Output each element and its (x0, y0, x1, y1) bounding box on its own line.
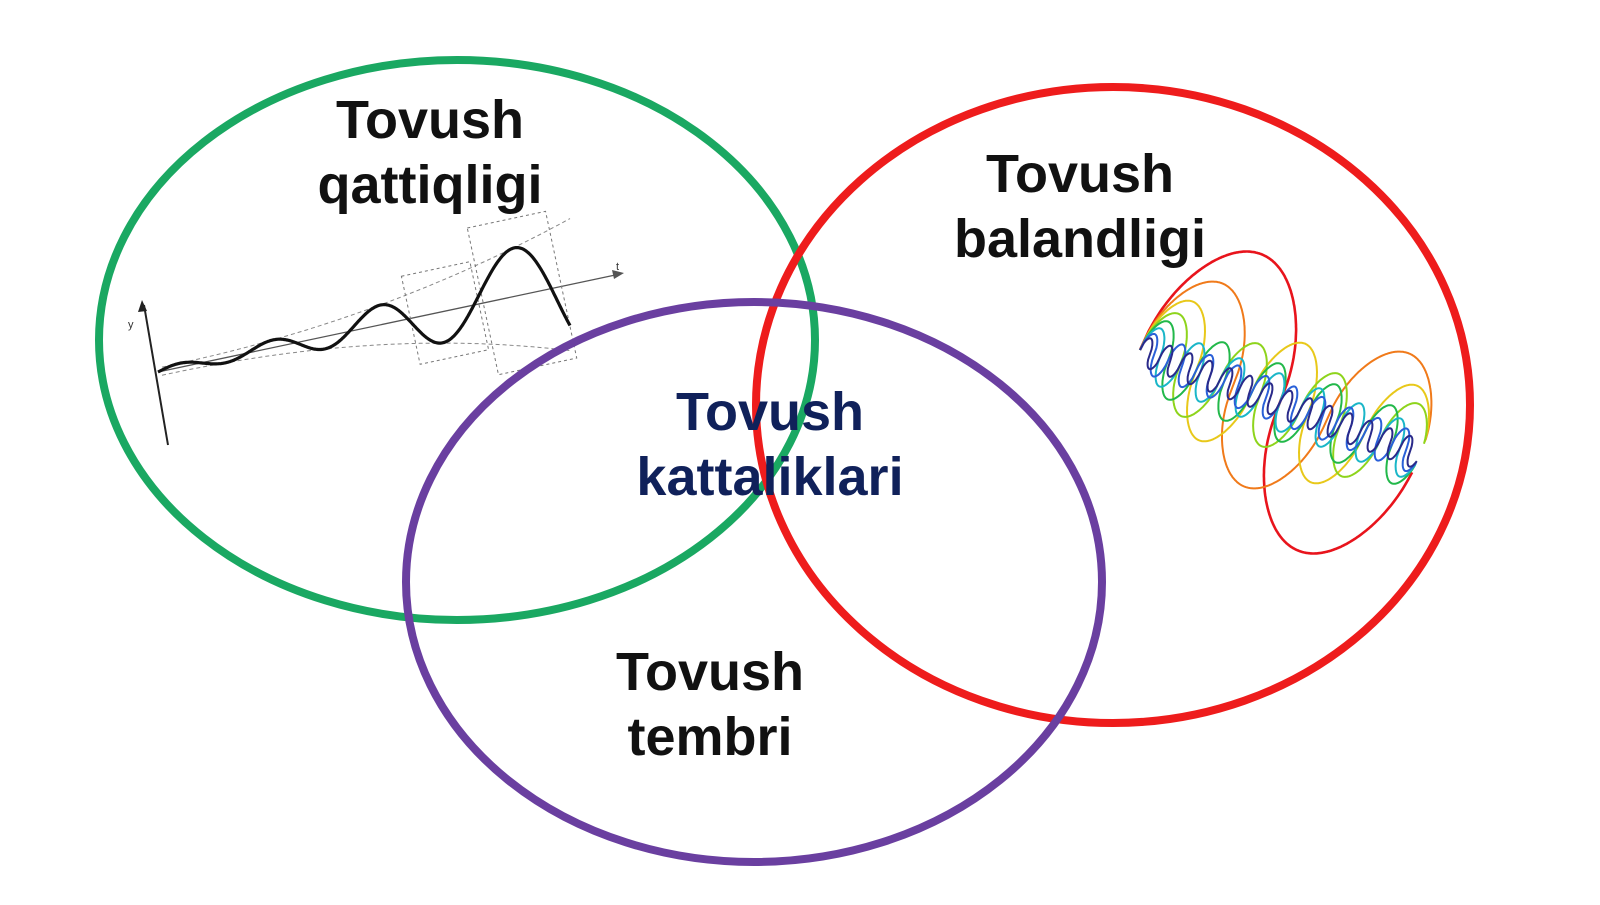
pitch-circle (752, 83, 1474, 727)
pitch-label: Tovush balandligi (900, 142, 1260, 272)
center-label-line2: kattaliklari (636, 446, 904, 507)
svg-text:t: t (616, 261, 619, 273)
pitch-label-line1: Tovush (986, 144, 1174, 204)
timbre-label: Tovush tembri (530, 640, 890, 770)
center-label: Tovush kattaliklari (590, 380, 950, 510)
pitch-label-line2: balandligi (953, 208, 1207, 269)
frequency-wave-8 (1139, 337, 1418, 468)
frequency-wave-2 (1139, 280, 1433, 490)
loudness-label-line2: qattiqligi (317, 154, 543, 215)
frequency-wave-1 (1138, 250, 1414, 555)
rainbow-frequency-waves-icon (1138, 250, 1433, 555)
frequency-wave-3 (1139, 299, 1431, 485)
timbre-label-line1: Tovush (616, 642, 804, 702)
growing-amplitude-wave-icon: y t (128, 210, 624, 446)
loudness-circle (95, 56, 819, 624)
loudness-label-line1: Tovush (336, 90, 524, 150)
loudness-label: Tovush qattiqligi (250, 88, 610, 218)
timbre-label-line2: tembri (627, 706, 793, 767)
timbre-circle (402, 298, 1106, 866)
frequency-wave-5 (1139, 320, 1417, 485)
center-label-line1: Tovush (676, 382, 864, 442)
svg-text:y: y (128, 319, 134, 331)
